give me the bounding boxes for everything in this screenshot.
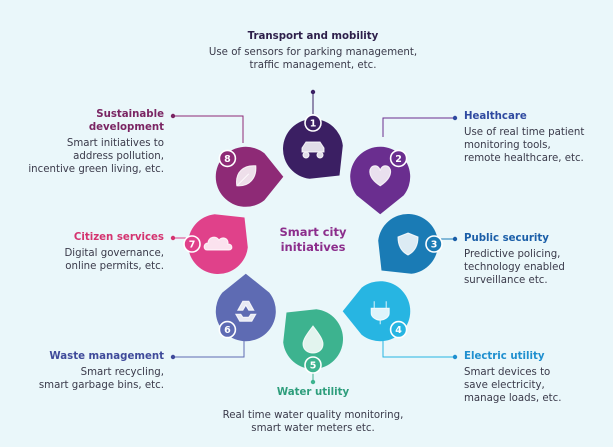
number-badge-8 [218, 149, 237, 168]
desc-sustainable-development-3: incentive green living, etc. [28, 164, 164, 175]
heart-icon [369, 165, 392, 187]
title-electric-utility: Electric utility [464, 351, 545, 362]
connector-8-dot [170, 113, 176, 119]
title-water-utility: Water utility [276, 387, 350, 398]
desc-public-security-3: surveillance etc. [464, 275, 548, 286]
petal-2: 2 [350, 146, 411, 215]
connector-6-dot [170, 354, 176, 360]
label-electric-utility: Electric utility Smart devices to save e… [464, 350, 604, 405]
number-label-1: 1 [310, 119, 317, 130]
desc-public-security-1: Predictive policing, [464, 249, 561, 260]
desc-citizen-services-1: Digital governance, [64, 248, 164, 259]
petal-3: 3 [378, 213, 443, 274]
label-public-security: Public security Predictive policing, tec… [464, 232, 604, 287]
number-label-8: 8 [224, 154, 231, 165]
desc-sustainable-development-1: Smart initiatives to [66, 138, 164, 149]
title-sustainable-development-1: Sustainable [96, 109, 164, 120]
desc-healthcare-2: monitoring tools, [464, 140, 551, 151]
center-title-line1: Smart city [280, 225, 347, 239]
number-label-3: 3 [431, 240, 438, 251]
number-label-2: 2 [395, 154, 402, 165]
leaf-icon [236, 165, 257, 187]
title-waste-management: Waste management [49, 351, 164, 362]
petal-6: 6 [215, 273, 276, 342]
petal-7: 7 [183, 214, 248, 275]
desc-water-utility-2: smart water meters etc. [251, 423, 375, 434]
title-public-security: Public security [464, 233, 549, 244]
car-icon [301, 141, 325, 159]
title-healthcare: Healthcare [464, 111, 527, 122]
connector-1-dot [310, 89, 316, 95]
petal-1: 1 [282, 114, 343, 179]
number-badge-7 [183, 235, 201, 253]
number-badge-2 [389, 149, 408, 168]
desc-electric-utility-3: manage loads, etc. [464, 393, 562, 404]
label-water-utility: Water utility Real time water quality mo… [190, 386, 436, 435]
connector-2-dot [452, 115, 458, 121]
number-badge-4 [389, 320, 408, 339]
connector-4-dot [452, 354, 458, 360]
label-transport: Transport and mobility Use of sensors fo… [200, 30, 426, 72]
connector-7-dot [170, 235, 176, 241]
plug-icon [370, 301, 390, 325]
desc-healthcare-1: Use of real time patient [464, 127, 585, 138]
number-badge-3 [425, 235, 443, 253]
desc-water-utility-1: Real time water quality monitoring, [222, 410, 404, 421]
connector-3-dot [452, 236, 458, 242]
label-citizen-services: Citizen services Digital governance, onl… [14, 231, 164, 273]
desc-electric-utility-2: save electricity, [464, 380, 545, 391]
number-label-4: 4 [395, 325, 402, 336]
desc-public-security-2: technology enabled [464, 262, 565, 273]
desc-citizen-services-2: online permits, etc. [65, 261, 164, 272]
shield-icon [397, 232, 419, 256]
cloud-check-icon [203, 236, 233, 251]
title-citizen-services: Citizen services [73, 232, 164, 243]
petal-8: 8 [215, 146, 284, 207]
label-healthcare: Healthcare Use of real time patient moni… [464, 110, 604, 165]
desc-electric-utility-1: Smart devices to [464, 367, 551, 378]
label-waste-management: Waste management Smart recycling, smart … [14, 350, 164, 392]
number-badge-5 [304, 356, 322, 374]
desc-sustainable-development-2: address pollution, [73, 151, 164, 162]
number-label-6: 6 [224, 325, 231, 336]
connector-5-dot [310, 379, 316, 385]
title-sustainable-development-2: development [88, 122, 164, 133]
recycle-icon [234, 300, 257, 322]
petal-5: 5 [283, 309, 344, 374]
connector-2 [382, 117, 455, 137]
title-transport: Transport and mobility [247, 31, 379, 42]
water-drop-icon [302, 325, 324, 354]
desc-waste-management-1: Smart recycling, [80, 367, 164, 378]
petal-4: 4 [342, 281, 411, 342]
number-badge-1 [304, 114, 322, 132]
desc-waste-management-2: smart garbage bins, etc. [38, 380, 164, 391]
number-label-5: 5 [310, 361, 317, 372]
desc-transport-2: traffic management, etc. [249, 60, 377, 71]
desc-transport-1: Use of sensors for parking management, [208, 47, 418, 58]
desc-healthcare-3: remote healthcare, etc. [464, 153, 584, 164]
connector-8 [173, 115, 244, 143]
label-sustainable-development: Sustainable development Smart initiative… [14, 108, 164, 176]
center-title-line2: initiatives [281, 240, 346, 254]
number-label-7: 7 [189, 240, 196, 251]
number-badge-6 [218, 320, 237, 339]
